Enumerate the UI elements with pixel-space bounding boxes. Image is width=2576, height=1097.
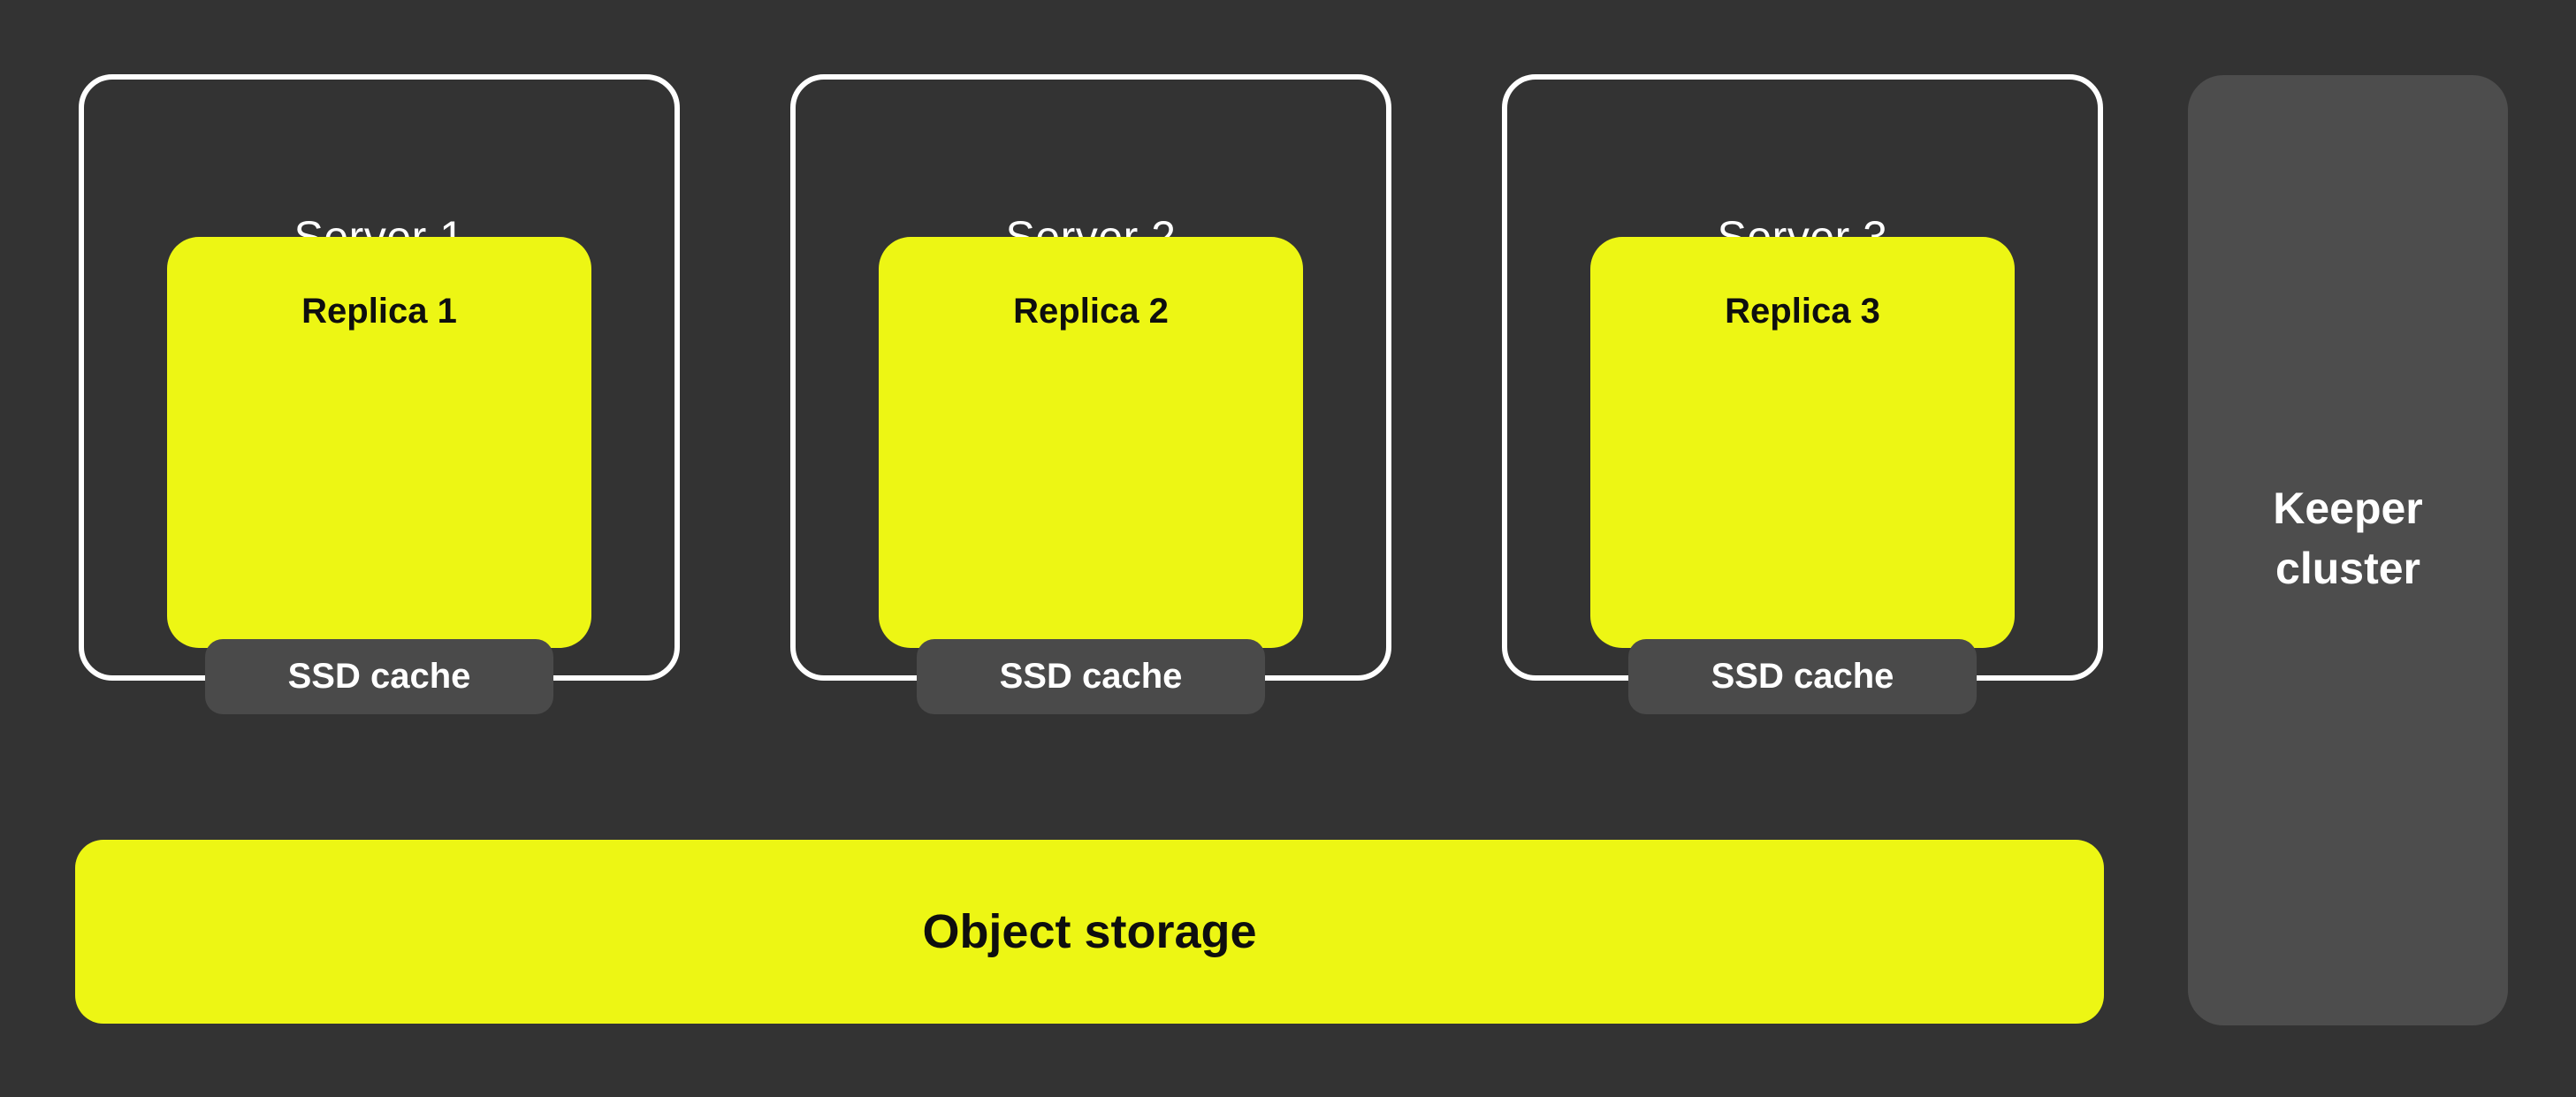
object-storage-label: Object storage — [922, 905, 1257, 958]
keeper-cluster-line-2: cluster — [2275, 543, 2420, 593]
ssd-cache-label-2: SSD cache — [999, 657, 1183, 696]
replica-3-box: Replica 3 — [1590, 237, 2015, 648]
replica-2-box: Replica 2 — [879, 237, 1303, 648]
keeper-cluster-box: Keeper cluster — [2188, 75, 2508, 1025]
replica-1-box: Replica 1 — [167, 237, 591, 648]
object-storage-box: Object storage — [75, 840, 2104, 1024]
server-3-box: Server 3 Replica 3 SSD cache — [1502, 74, 2103, 714]
ssd-cache-badge-2: SSD cache — [917, 639, 1265, 714]
server-1-box: Server 1 Replica 1 SSD cache — [79, 74, 680, 714]
server-2-box: Server 2 Replica 2 SSD cache — [790, 74, 1391, 714]
ssd-cache-label-3: SSD cache — [1711, 657, 1894, 696]
replica-3-label: Replica 3 — [1725, 292, 1880, 331]
ssd-cache-badge-1: SSD cache — [205, 639, 553, 714]
ssd-cache-label-1: SSD cache — [287, 657, 471, 696]
replica-2-label: Replica 2 — [1013, 292, 1169, 331]
keeper-cluster-label: Keeper cluster — [2273, 478, 2423, 598]
ssd-cache-badge-3: SSD cache — [1628, 639, 1977, 714]
replica-1-label: Replica 1 — [301, 292, 457, 331]
keeper-cluster-line-1: Keeper — [2273, 483, 2423, 533]
